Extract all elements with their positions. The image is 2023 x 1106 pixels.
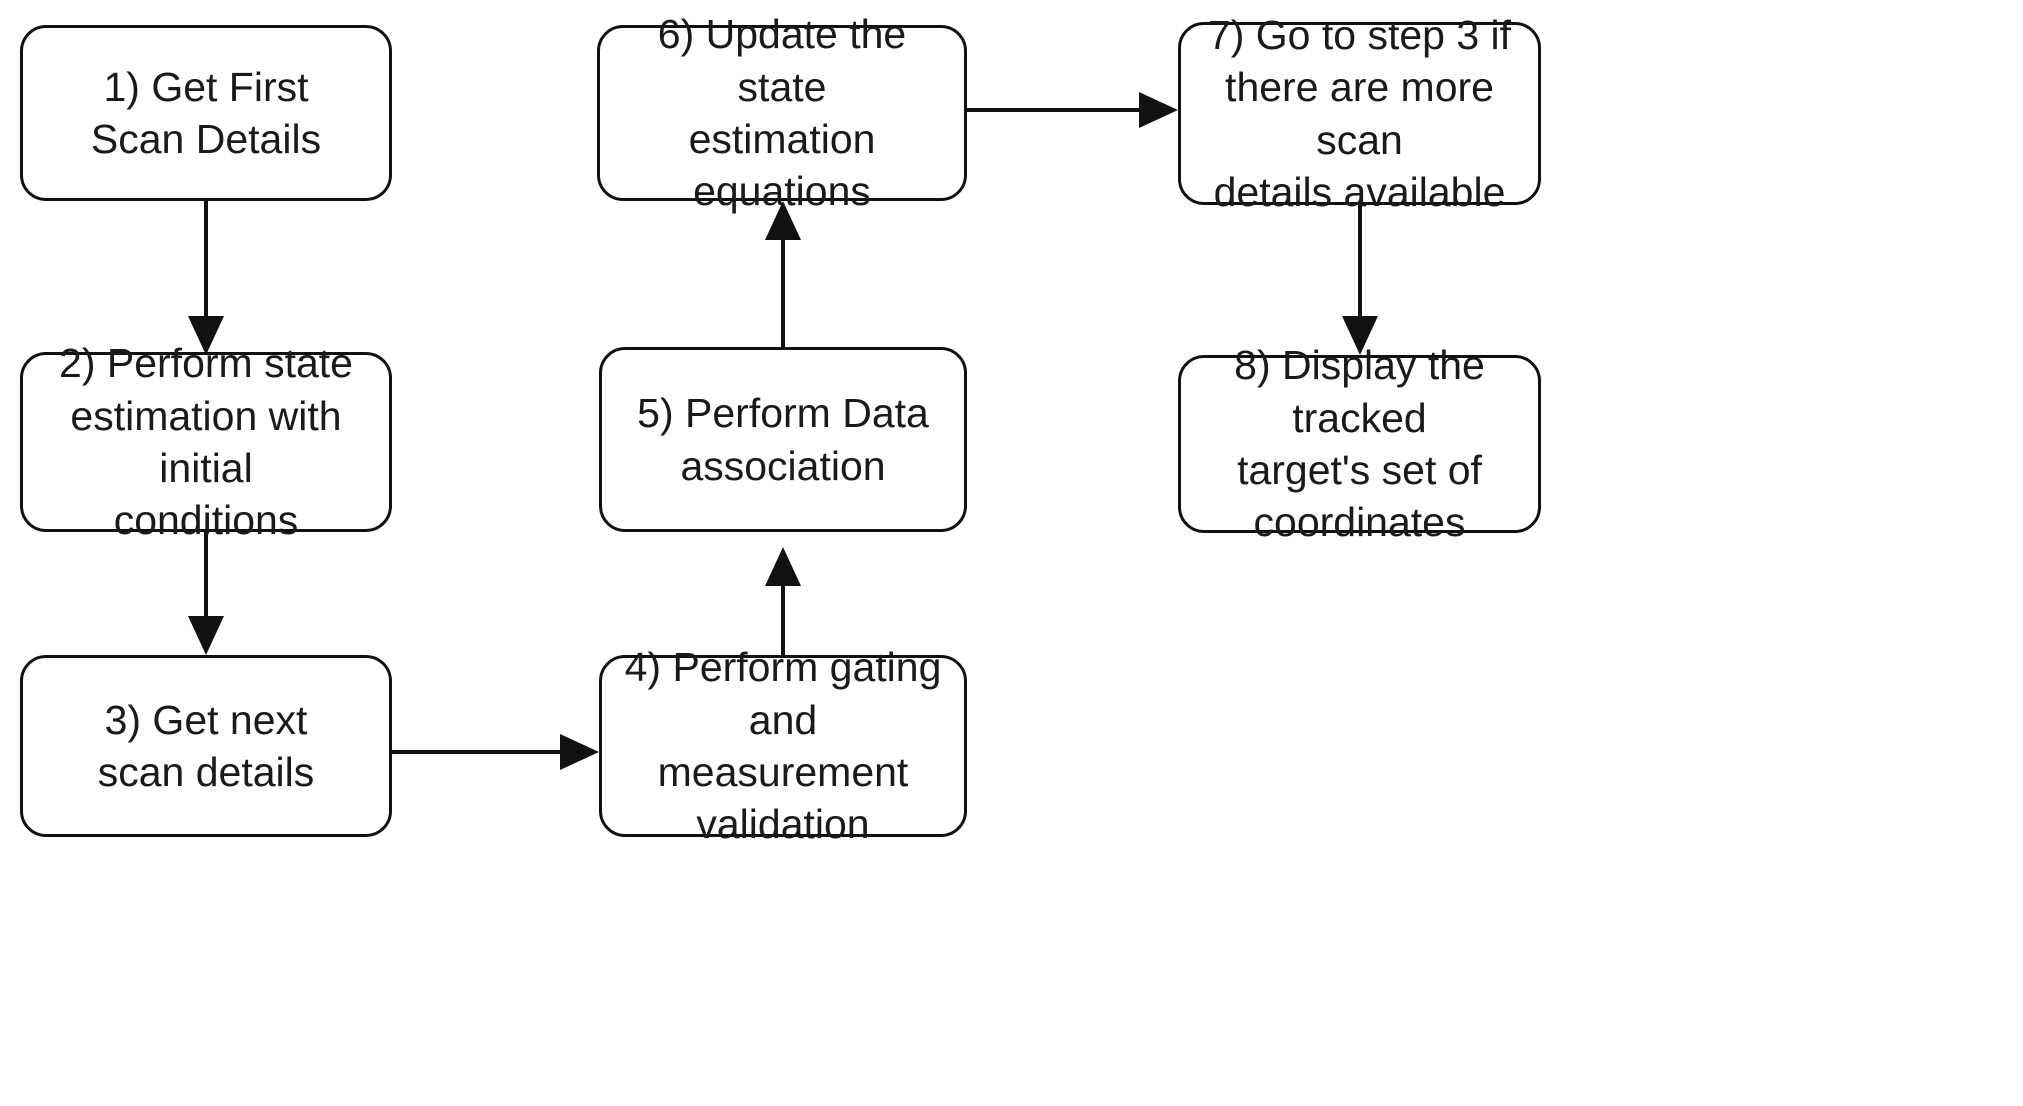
flowchart-node-step-7[interactable]: 7) Go to step 3 if there are more scan d…: [1178, 12, 1541, 215]
flowchart-node-step-4[interactable]: 4) Perform gating and measurement valida…: [599, 644, 967, 847]
flowchart-node-step-5[interactable]: 5) Perform Data association: [599, 347, 967, 532]
flowchart-node-step-8[interactable]: 8) Display the tracked target's set of c…: [1178, 342, 1541, 545]
edge-step3-to-step4: [392, 734, 599, 770]
flowchart-node-step-1[interactable]: 1) Get First Scan Details: [20, 25, 392, 201]
edge-step1-to-step2: [188, 201, 224, 355]
edge-step2-to-step3: [188, 532, 224, 655]
edge-step7-to-step8: [1342, 205, 1378, 355]
flowchart-node-step-3[interactable]: 3) Get next scan details: [20, 655, 392, 837]
flowchart-node-step-6[interactable]: 6) Update the state estimation equations: [597, 11, 967, 214]
edge-step6-to-step7: [967, 92, 1178, 128]
flowchart-node-step-2[interactable]: 2) Perform state estimation with initial…: [20, 340, 392, 543]
edge-step5-to-step6: [765, 201, 801, 347]
edge-step4-to-step5: [765, 547, 801, 655]
